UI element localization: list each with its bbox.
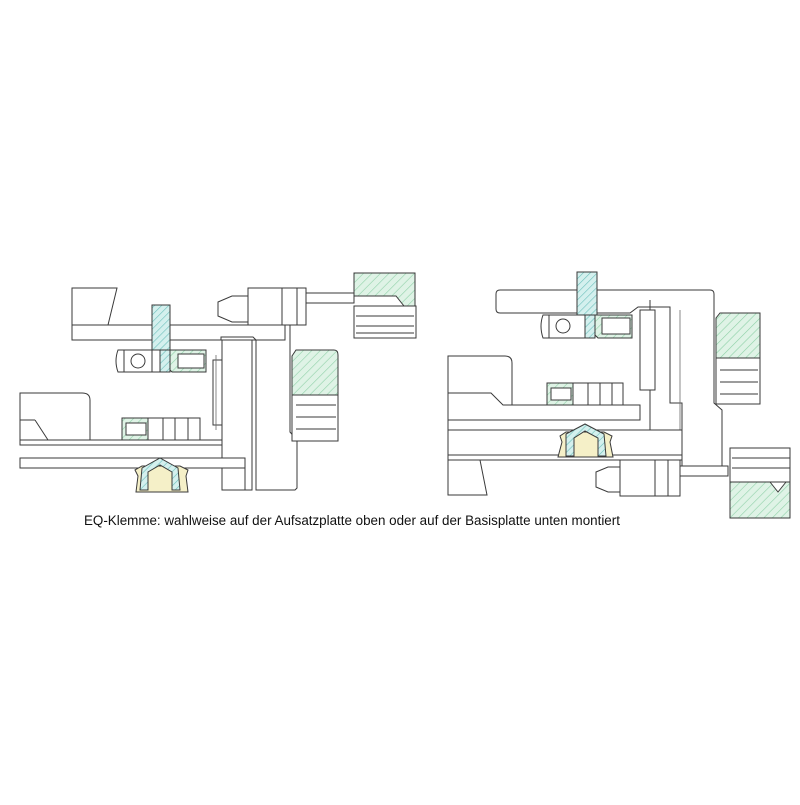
set-screw-lower [121, 417, 201, 441]
clamp-knob-side [715, 312, 761, 405]
top-plate [71, 287, 286, 341]
guide-pin [217, 287, 355, 326]
set-screw-lower [546, 382, 624, 406]
figure-caption: EQ-Klemme: wahlweise auf der Aufsatzplat… [84, 513, 620, 528]
bearing-nut-upper [540, 314, 633, 339]
figure-right-bottom-mounted [447, 271, 791, 519]
mounting-screw [151, 304, 171, 351]
clamp-knob-top [353, 272, 417, 339]
top-plate [495, 289, 723, 476]
clamp-knob-side [291, 349, 339, 442]
guide-pin [595, 459, 729, 497]
base-plate [19, 392, 246, 490]
figure-left-top-mounted [19, 272, 417, 493]
clamp-knob-bottom [729, 447, 791, 519]
mounting-screw [576, 271, 598, 318]
clamp-body [212, 324, 298, 491]
bearing-nut-upper [115, 349, 207, 373]
bushing-cap [557, 423, 614, 458]
base-plate [447, 355, 683, 496]
bushing-cap [134, 457, 189, 493]
